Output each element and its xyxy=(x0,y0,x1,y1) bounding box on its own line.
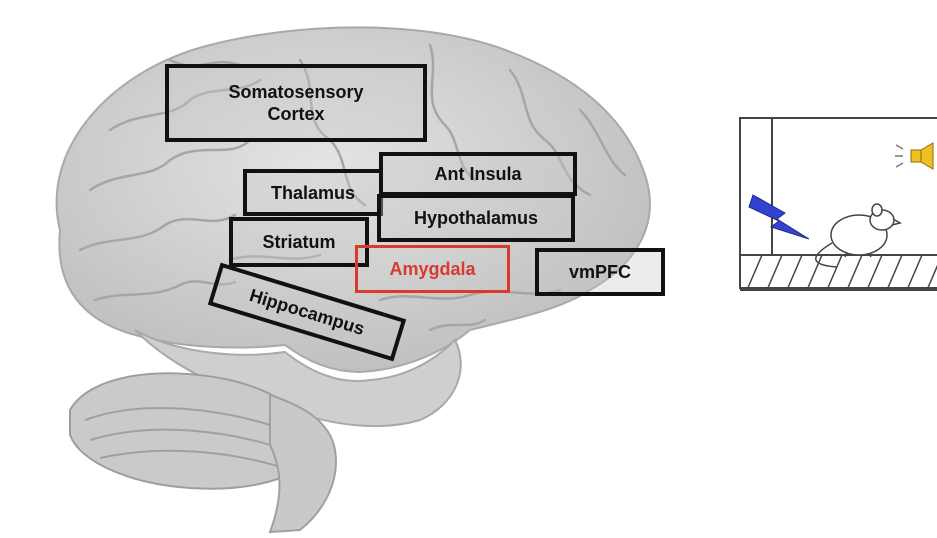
region-label-hypothalamus: Hypothalamus xyxy=(414,207,538,229)
region-box-thalamus: Thalamus xyxy=(243,169,383,216)
region-box-ant-insula: Ant Insula xyxy=(379,152,577,196)
region-label-striatum: Striatum xyxy=(262,231,335,253)
region-box-amygdala: Amygdala xyxy=(355,245,510,293)
region-label-somatosensory-cortex: Somatosensory Cortex xyxy=(228,81,363,125)
conditioning-chamber xyxy=(737,115,937,295)
region-label-vmpfc: vmPFC xyxy=(569,261,631,283)
region-box-somatosensory-cortex: Somatosensory Cortex xyxy=(165,64,427,142)
region-label-thalamus: Thalamus xyxy=(271,182,355,204)
region-label-amygdala: Amygdala xyxy=(389,258,475,280)
region-box-striatum: Striatum xyxy=(229,217,369,267)
region-label-ant-insula: Ant Insula xyxy=(434,163,521,185)
region-box-vmpfc: vmPFC xyxy=(535,248,665,296)
region-box-hypothalamus: Hypothalamus xyxy=(377,194,575,242)
